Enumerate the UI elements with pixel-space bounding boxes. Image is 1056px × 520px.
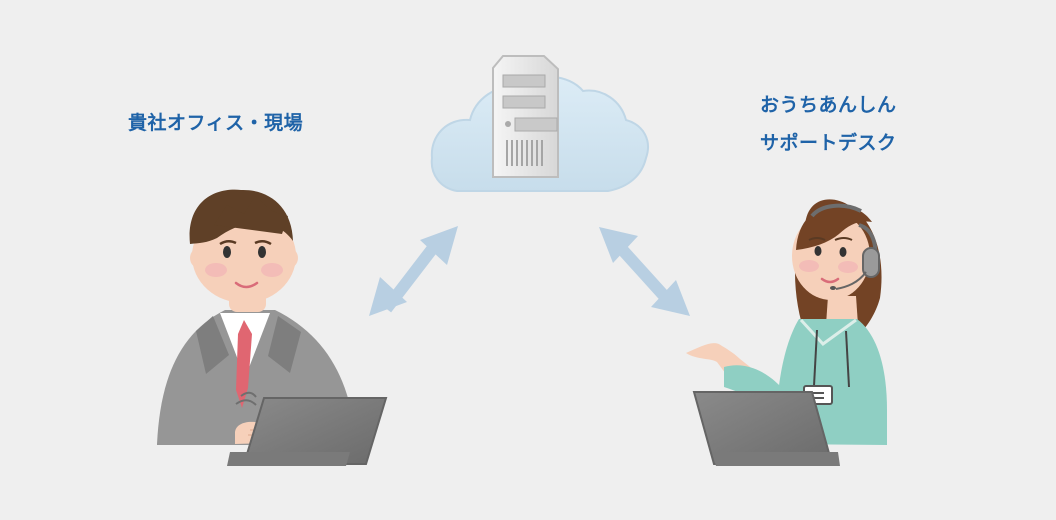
laptop-left — [242, 397, 388, 465]
support-desk-label-line-2: サポートデスク — [760, 132, 897, 154]
office-worker-illustration — [157, 189, 388, 466]
office-site-label-text: 貴社オフィス・現場 — [128, 112, 304, 134]
support-operator-illustration — [686, 199, 887, 466]
double-arrow-left — [369, 226, 458, 316]
office-site-label: 貴社オフィス・現場 — [128, 104, 303, 142]
support-desk-label-line-1: おうちあんしん — [760, 94, 897, 116]
server-icon — [492, 55, 559, 178]
cloud-server-icon — [430, 55, 649, 192]
support-desk-label: おうちあんしん サポートデスク — [760, 86, 897, 162]
double-arrow-right — [599, 227, 690, 316]
